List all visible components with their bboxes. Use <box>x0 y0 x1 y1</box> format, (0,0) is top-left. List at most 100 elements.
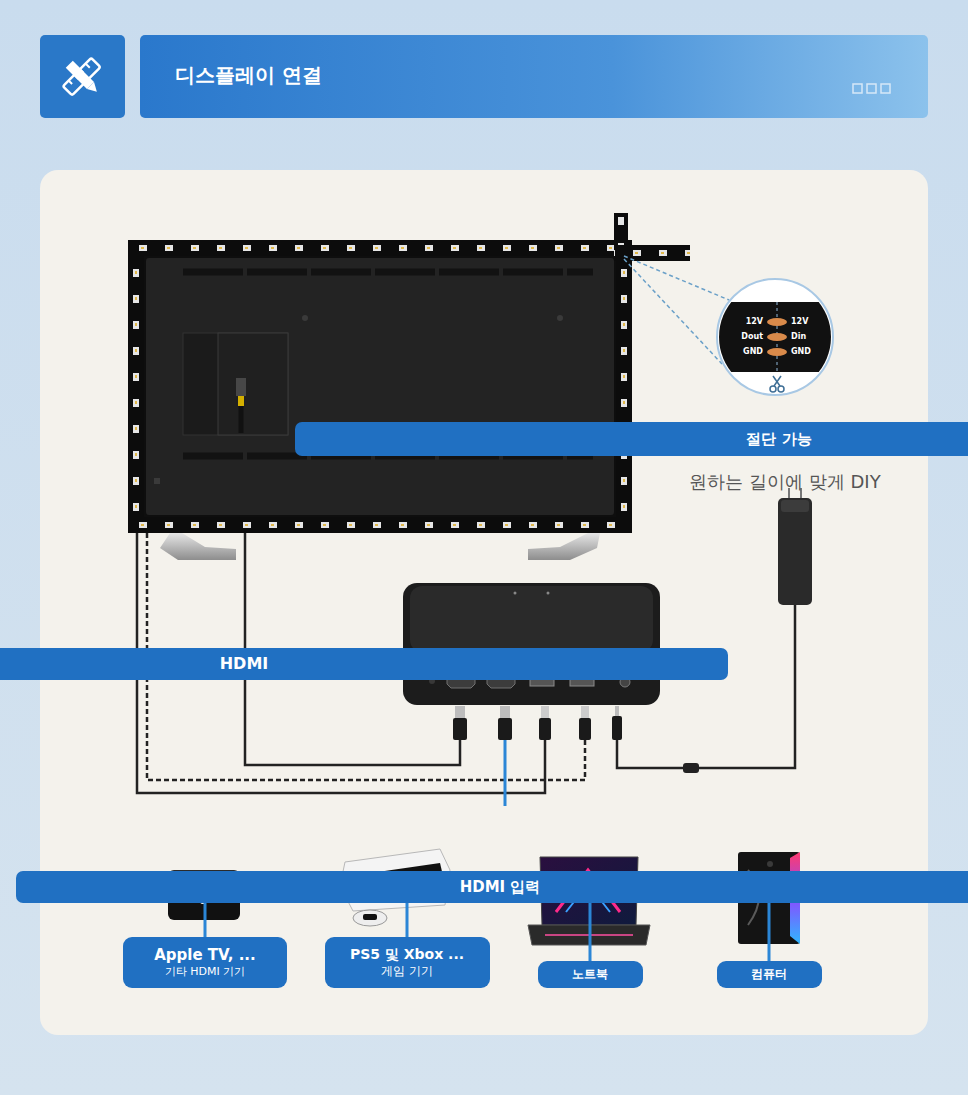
content-panel <box>40 170 928 1035</box>
node-text: PS5 및 Xbox ... <box>350 946 464 964</box>
hdmi-input-line <box>504 740 507 806</box>
zoom-leader <box>624 256 729 300</box>
device-label: PS5 및 Xbox ...게임 기기 <box>325 937 490 988</box>
hdmi-plug <box>453 718 467 740</box>
power-adapter <box>778 488 812 605</box>
ruler-icon <box>63 58 100 95</box>
screw <box>557 315 563 321</box>
tv-frame <box>128 240 632 533</box>
usb-plug-head <box>581 706 589 718</box>
input-badge: HDMI 입력 <box>16 871 968 903</box>
controller <box>353 910 387 926</box>
led-strip-end <box>614 245 690 261</box>
usb-plug-head <box>541 706 549 718</box>
scissors-symbol <box>770 376 784 392</box>
device-label: 노트북 <box>538 961 643 988</box>
header-icon-box <box>40 35 125 118</box>
box-body <box>403 583 660 705</box>
led-strip-end <box>614 213 628 247</box>
port-bay <box>183 333 288 435</box>
icon-area <box>764 850 774 961</box>
screw <box>302 315 308 321</box>
page-title: 디스플레이 연결 <box>175 62 322 89</box>
led-strip <box>128 240 632 256</box>
tv-back <box>128 213 690 560</box>
controller-center <box>363 914 377 920</box>
ferrite-bead <box>683 763 699 773</box>
adapter-body <box>778 498 812 605</box>
header-square <box>853 84 862 93</box>
led-strip <box>128 256 144 517</box>
tv-back-panel <box>146 258 614 515</box>
scissors-blade <box>774 376 781 386</box>
usb-plug <box>579 718 591 740</box>
tv-button <box>154 478 160 484</box>
plugs <box>453 706 622 740</box>
hdmi-plug <box>498 718 512 740</box>
icon-area <box>402 848 412 937</box>
edit-icon <box>63 58 100 95</box>
pin-name: Dout <box>741 333 763 342</box>
box-dot <box>547 592 550 595</box>
tv-cable <box>239 406 244 433</box>
hdmi-plug-head <box>455 706 465 718</box>
dc-plug <box>612 716 622 740</box>
cut-detail <box>624 256 835 395</box>
box-dot <box>514 592 517 595</box>
node-text: 노트북 <box>572 967 608 982</box>
tv-stand-leg <box>528 533 600 560</box>
pencil-icon <box>66 61 101 96</box>
device-box: PS5 및 Xbox ...게임 기기 <box>325 848 490 988</box>
header <box>40 35 928 118</box>
solder-pad <box>767 318 787 326</box>
device-label: 컴퓨터 <box>717 961 822 988</box>
icon-area <box>585 855 595 961</box>
node-text: HDMI <box>220 654 269 674</box>
pc-button <box>767 861 773 867</box>
node-text: HDMI 입력 <box>460 878 541 897</box>
device-box: 컴퓨터 <box>717 850 822 988</box>
sync-box <box>403 583 660 705</box>
box-top <box>410 586 653 652</box>
dc-plug-tip <box>615 706 619 716</box>
vent <box>183 269 593 276</box>
pencil-body <box>66 61 94 89</box>
scissors-handle <box>778 386 784 392</box>
adapter-face <box>781 500 809 512</box>
cable-badge: HDMI <box>0 648 728 680</box>
scissors-handle <box>770 386 776 392</box>
header-square <box>881 84 890 93</box>
led-strip <box>616 256 632 517</box>
usb-plug <box>539 718 551 740</box>
node-text: Apple TV, ... <box>154 946 256 965</box>
solder-pad <box>767 348 787 356</box>
tv-stand-leg <box>160 533 236 560</box>
cut-badge: 절단 가능 <box>295 422 968 456</box>
tv-hdmi-plug-tip <box>238 396 244 406</box>
node-subtext: 게임 기기 <box>381 964 433 979</box>
pin-name: 12V <box>791 318 808 327</box>
node-text: 컴퓨터 <box>751 967 787 982</box>
tv-hdmi-plug <box>236 378 246 396</box>
port-panel <box>218 333 288 435</box>
hdmi-plug-head <box>500 706 510 718</box>
header-square <box>867 84 876 93</box>
solder-pad <box>767 333 787 341</box>
pin-name: GND <box>743 348 763 357</box>
node-text: 절단 가능 <box>746 430 811 449</box>
device-box: 노트북 <box>538 855 643 988</box>
pencil-tip <box>87 82 100 95</box>
pin-name: 12V <box>746 318 763 327</box>
led-strip <box>128 517 632 533</box>
icon-area <box>200 868 210 937</box>
strip-closeup <box>715 302 835 372</box>
header-bar <box>140 35 928 118</box>
pin-name: GND <box>791 348 811 357</box>
device-box: Apple TV, ...기타 HDMI 기기 <box>123 868 287 988</box>
node-subtext: 기타 HDMI 기기 <box>165 965 245 979</box>
pin-name: Din <box>791 333 806 342</box>
device-label: Apple TV, ...기타 HDMI 기기 <box>123 937 287 988</box>
